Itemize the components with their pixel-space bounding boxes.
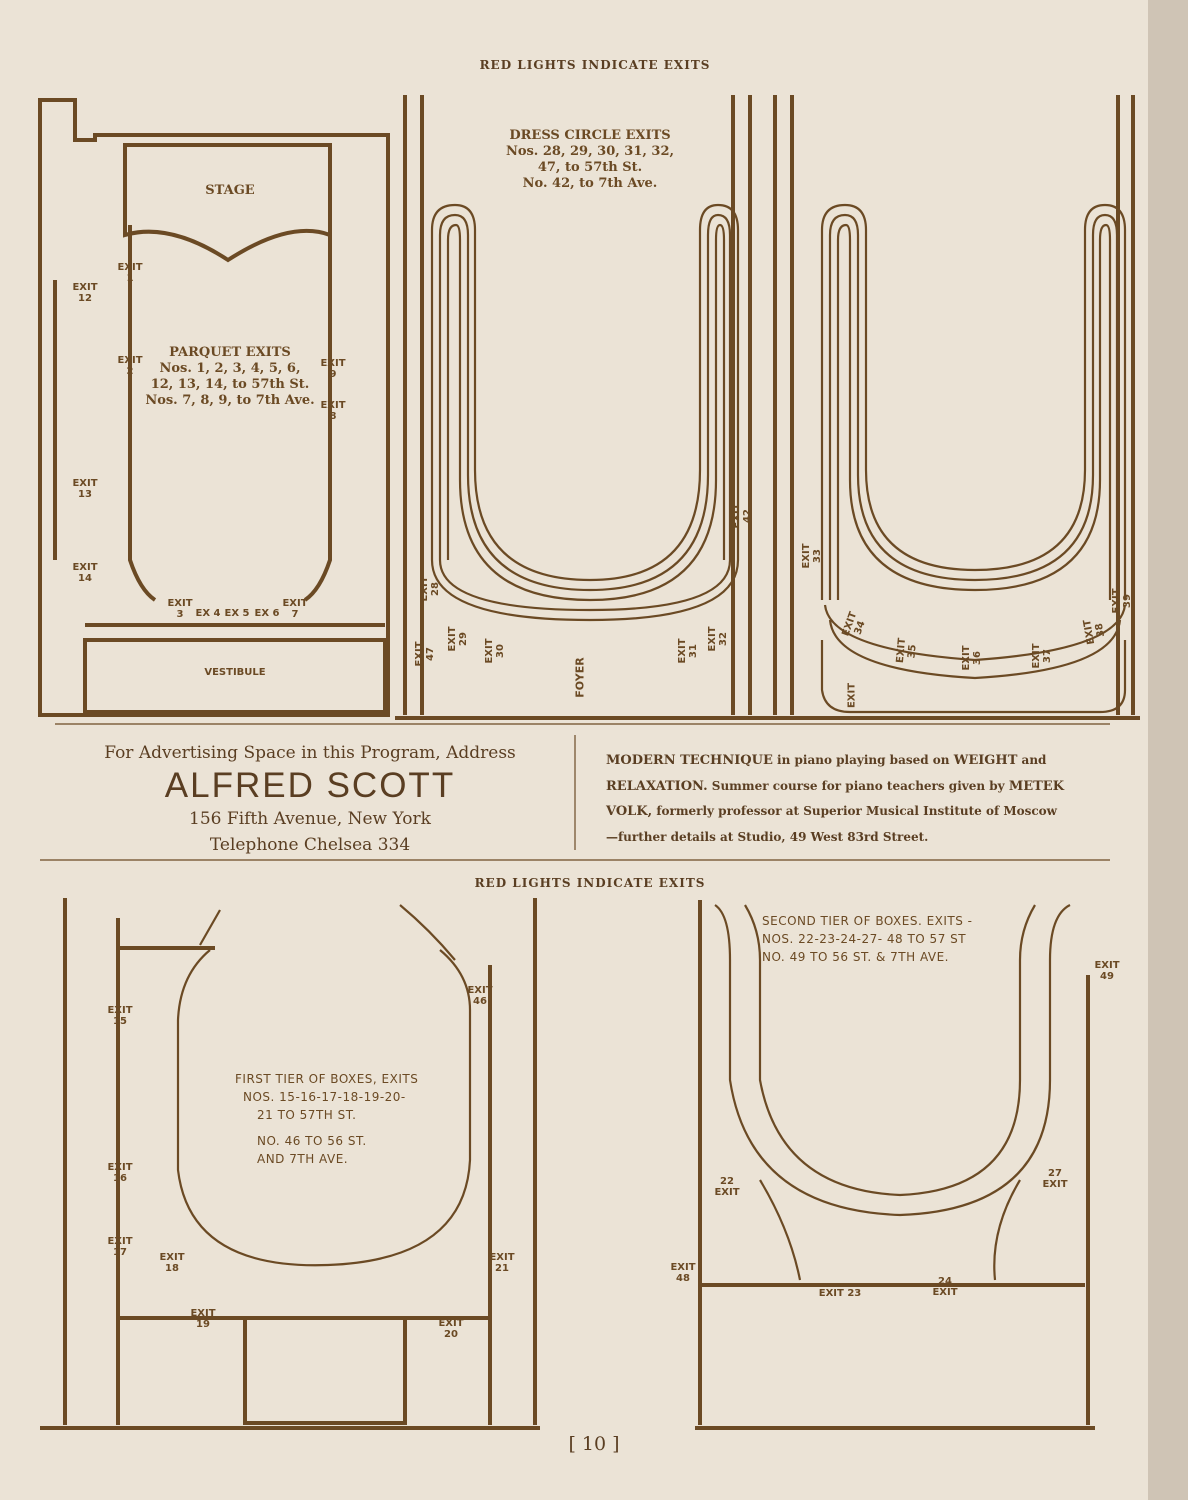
parquet-exit-1: EXIT 1 (117, 262, 143, 284)
first-tier-line-1: FIRST TIER OF BOXES, EXITS (235, 1072, 419, 1086)
ad-line-1: For Advertising Space in this Program, A… (104, 743, 516, 763)
tier2-exit-27: 27 EXIT (1042, 1168, 1068, 1190)
dress-circle-line-1: Nos. 28, 29, 30, 31, 32, (505, 144, 675, 159)
first-tier-line-2: NOS. 15-16-17-18-19-20- (243, 1090, 406, 1104)
parquet-exit-3: EXIT 3 (167, 598, 193, 620)
parquet-exit-13: EXIT 13 (72, 478, 98, 500)
tier1-exit-16: EXIT 16 (107, 1162, 133, 1184)
parquet-exit-5: EX 5 (224, 608, 250, 619)
parquet-exit-7: EXIT 7 (282, 598, 308, 620)
parquet-exit-6: EX 6 (254, 608, 280, 619)
first-tier-block: FIRST TIER OF BOXES, EXITS NOS. 15-16-17… (235, 1070, 425, 1168)
dress-circle-block: DRESS CIRCLE EXITS Nos. 28, 29, 30, 31, … (480, 128, 700, 192)
first-tier-line-3: 21 TO 57TH ST. (257, 1108, 357, 1122)
foyer-label: FOYER (573, 657, 587, 698)
torn-edge (1148, 0, 1188, 1500)
parquet-exit-14: EXIT 14 (72, 562, 98, 584)
parquet-title: PARQUET EXITS (169, 345, 291, 360)
parquet-exit-4: EX 4 (195, 608, 221, 619)
parquet-exit-8: EXIT 8 (320, 400, 346, 422)
vestibule (83, 638, 387, 714)
dress-circle-line-2: 47, to 57th St. (537, 160, 643, 175)
parquet-exit-9: EXIT 9 (320, 358, 346, 380)
tier2-exit-48: EXIT 48 (670, 1262, 696, 1284)
tier2-exit-24: 24 EXIT (932, 1276, 958, 1298)
vestibule-label: VESTIBULE (204, 667, 266, 678)
header-middle: RED LIGHTS INDICATE EXITS (474, 876, 706, 890)
balcony-exit-36: EXIT 36 (961, 645, 983, 671)
dress-exit-32: EXIT 32 (707, 626, 729, 652)
second-tier-line-3: NO. 49 TO 56 ST. & 7TH AVE. (762, 950, 949, 964)
parquet-line-2: 12, 13, 14, to 57th St. (150, 377, 310, 392)
dress-exit-31: EXIT 31 (677, 638, 699, 664)
balcony-exit-35: EXIT 35 (894, 637, 919, 664)
ad-name: ALFRED SCOTT (164, 766, 456, 805)
piano-technique-ad: MODERN TECHNIQUE in piano playing based … (606, 748, 1126, 850)
dress-exit-28: EXIT 28 (419, 576, 441, 602)
second-tier-block: SECOND TIER OF BOXES. EXITS - NOS. 22-23… (762, 912, 1032, 966)
parquet-floor (128, 225, 332, 602)
parquet-exit-12: EXIT 12 (72, 282, 98, 304)
tier1-exit-18: EXIT 18 (159, 1252, 185, 1274)
parquet-outer-wall (38, 98, 390, 717)
first-tier-line-5: AND 7TH AVE. (257, 1152, 349, 1166)
dress-circle-line-3: No. 42, to 7th Ave. (522, 176, 658, 191)
dress-exit-30: EXIT 30 (484, 638, 506, 664)
header-top: RED LIGHTS INDICATE EXITS (479, 58, 711, 72)
piano-line-3: VOLK, formerly professor at Superior Mus… (606, 804, 1057, 819)
parquet-line-1: Nos. 1, 2, 3, 4, 5, 6, (159, 361, 301, 376)
parquet-exit-2: EXIT 2 (117, 355, 143, 377)
balcony-exit-39: EXIT 39 (1111, 588, 1133, 614)
tier1-exit-20: EXIT 20 (438, 1318, 464, 1340)
page-number: [ 10 ] (568, 1433, 620, 1455)
balcony-exit-37: EXIT 37 (1031, 643, 1053, 669)
tier1-exit-15: EXIT 15 (107, 1005, 133, 1027)
parquet-exits-block: PARQUET EXITS Nos. 1, 2, 3, 4, 5, 6, 12,… (140, 345, 320, 409)
ad-phone: Telephone Chelsea 334 (209, 835, 411, 855)
tier2-exit-23: EXIT 23 (818, 1288, 862, 1299)
first-tier-line-4: NO. 46 TO 56 ST. (257, 1134, 367, 1148)
advertising-notice: For Advertising Space in this Program, A… (60, 740, 560, 858)
parquet-stage (123, 143, 332, 263)
balcony-exit-33: EXIT 33 (801, 543, 823, 569)
balcony-exit-lower: EXIT (846, 682, 858, 709)
dress-exit-29: EXIT 29 (447, 626, 469, 652)
parquet-line-3: Nos. 7, 8, 9, to 7th Ave. (145, 393, 315, 408)
second-tier-line-1: SECOND TIER OF BOXES. EXITS - (762, 914, 973, 928)
tier2-exit-49: EXIT 49 (1094, 960, 1120, 982)
ad-address: 156 Fifth Avenue, New York (189, 809, 431, 829)
dress-exit-47: EXIT 47 (414, 641, 436, 667)
stage-label: STAGE (205, 183, 255, 198)
tier1-exit-46: EXIT 46 (467, 985, 493, 1007)
dress-circle-title: DRESS CIRCLE EXITS (509, 128, 671, 143)
tier1-exit-19: EXIT 19 (190, 1308, 216, 1330)
tier1-exit-21: EXIT 21 (489, 1252, 515, 1274)
piano-line-4: —further details at Studio, 49 West 83rd… (606, 829, 929, 844)
dress-exit-42: EXIT 42 (731, 503, 753, 529)
tier2-exit-22: 22 EXIT (714, 1176, 740, 1198)
second-tier-line-2: NOS. 22-23-24-27- 48 TO 57 ST (762, 932, 967, 946)
piano-line-2: RELAXATION. Summer course for piano teac… (606, 778, 1064, 794)
piano-line-1: MODERN TECHNIQUE in piano playing based … (606, 753, 1047, 768)
tier1-exit-17: EXIT 17 (107, 1236, 133, 1258)
